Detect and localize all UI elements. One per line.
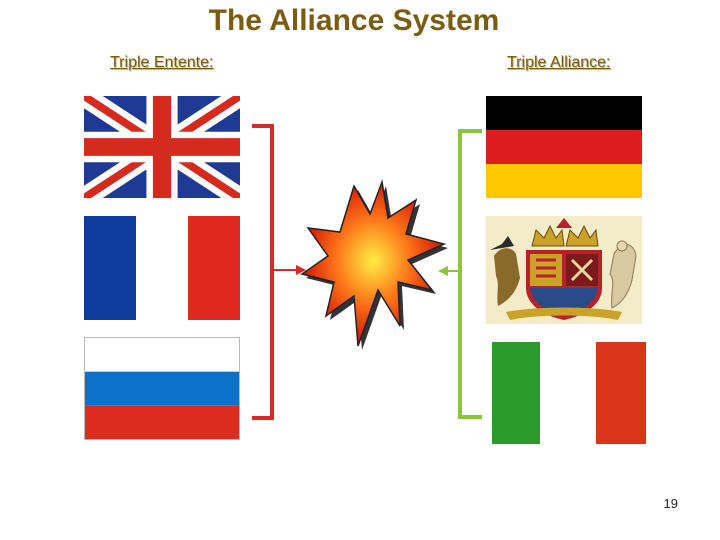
page-number: 19 <box>663 496 678 511</box>
entente-bracket <box>252 124 306 420</box>
france-flag <box>84 216 240 320</box>
triple-entente-heading: Triple Entente: <box>110 54 214 71</box>
italy-flag <box>492 342 646 444</box>
austria-hungary-coat-of-arms <box>486 216 642 324</box>
slide-title: The Alliance System <box>208 4 500 37</box>
russia-flag <box>84 337 240 440</box>
germany-flag <box>486 96 642 198</box>
explosion-icon <box>300 179 448 350</box>
alliance-bracket <box>438 129 482 419</box>
triple-alliance-heading: Triple Alliance: <box>507 54 611 71</box>
uk-flag <box>84 96 240 198</box>
